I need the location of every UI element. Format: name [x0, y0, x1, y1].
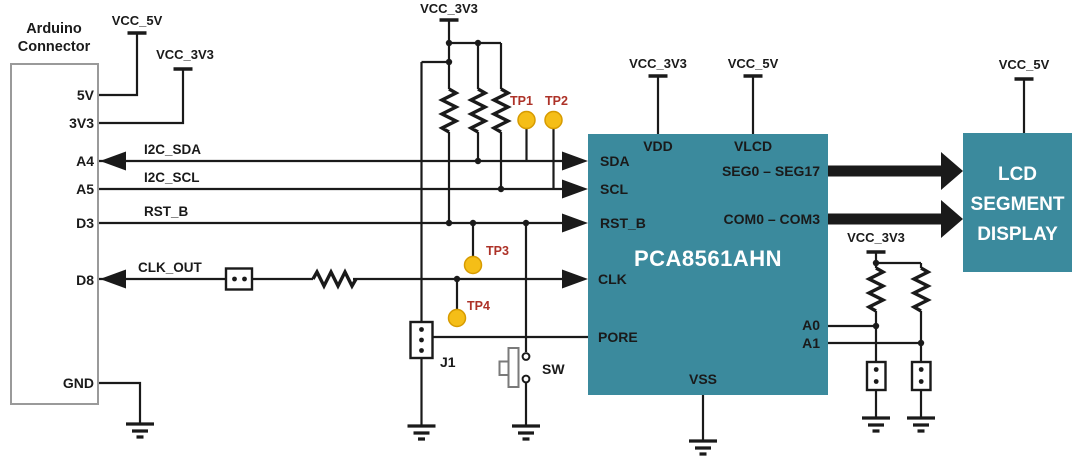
chip-pin-a1: A1 — [802, 335, 820, 351]
junction-dots — [445, 39, 925, 347]
power-label-vcc3v3-a0a1: VCC_3V3 — [847, 230, 905, 245]
ground-arduino-icon — [124, 422, 156, 439]
arrow-into-sda-icon — [562, 151, 588, 171]
wires — [99, 21, 1026, 440]
pin-label-a4: A4 — [76, 153, 94, 169]
pca8561-chip-box — [588, 134, 828, 395]
wire-5v — [99, 34, 139, 97]
testpoint-label-tp2: TP2 — [545, 94, 568, 108]
pin-label-a5: A5 — [76, 181, 94, 197]
arduino-connector-title: Arduino Connector — [17, 21, 91, 55]
chip-pin-sda: SDA — [600, 153, 630, 169]
net-label-clk-out: CLK_OUT — [138, 260, 202, 275]
ground-symbols — [124, 416, 937, 456]
net-label-i2c-scl: I2C_SCL — [144, 170, 200, 185]
ground-j1-icon — [405, 424, 438, 441]
chip-pin-clk: CLK — [598, 271, 627, 287]
testpoint-label-tp3: TP3 — [486, 244, 509, 258]
resistor-rstb-pullup — [440, 87, 458, 134]
power-label-vcc5v-vlcd: VCC_5V — [727, 56, 779, 71]
net-label-rst-b: RST_B — [144, 204, 189, 219]
power-label-vcc3v3-left: VCC_3V3 — [156, 47, 214, 62]
jumper-clk-box — [224, 267, 254, 291]
pin-label-gnd: GND — [62, 375, 94, 391]
chip-pin-vlcd: VLCD — [733, 138, 773, 154]
chip-pin-rstb: RST_B — [600, 215, 646, 231]
power-label-vcc5v-left: VCC_5V — [111, 13, 163, 28]
power-label-vcc3v3-vdd: VCC_3V3 — [629, 56, 687, 71]
chip-pin-pore: PORE — [598, 329, 638, 345]
arrow-into-a4-icon — [100, 151, 126, 171]
wire-a0 — [828, 311, 878, 417]
jumper-pins — [232, 276, 924, 384]
resistor-clk-series — [311, 270, 358, 288]
jumpers — [224, 267, 932, 392]
wire-3v3 — [99, 70, 185, 125]
switch-sw-symbol — [498, 347, 531, 388]
arduino-connector-box — [10, 63, 99, 405]
jumper-a1-box — [910, 360, 932, 392]
net-label-i2c-sda: I2C_SDA — [144, 142, 202, 157]
pin-label-d3: D3 — [76, 215, 94, 231]
testpoint-tp4-pad — [447, 308, 467, 328]
testpoint-pads — [447, 110, 563, 328]
chip-pin-scl: SCL — [600, 181, 628, 197]
power-label-vcc5v-lcd: VCC_5V — [998, 57, 1050, 72]
pin-label-d8: D8 — [76, 272, 94, 288]
chip-pin-seg: SEG0 – SEG17 — [721, 163, 820, 179]
wire-vcc3v3-pullup-rail — [420, 21, 501, 322]
ground-a0-icon — [860, 416, 892, 433]
chip-pin-vss: VSS — [688, 371, 717, 387]
lcd-text-line2: SEGMENT — [970, 194, 1065, 215]
bus-arrow-seg-icon — [828, 152, 963, 190]
testpoint-tp1-pad — [517, 110, 536, 130]
lcd-display-box — [963, 133, 1072, 272]
resistor-sda-pullup — [469, 87, 487, 134]
jumper-a0-box — [865, 360, 887, 392]
resistor-a1-pullup — [912, 266, 930, 313]
switch-label-sw: SW — [542, 361, 565, 377]
wire-a0a1-pullup-rail — [874, 253, 923, 268]
ground-a1-icon — [905, 416, 937, 433]
chip-pin-vdd: VDD — [643, 138, 673, 154]
jumper-label-j1: J1 — [440, 354, 456, 370]
resistor-scl-pullup — [492, 87, 510, 134]
lcd-text-line3: DISPLAY — [977, 224, 1058, 245]
testpoint-label-tp1: TP1 — [510, 94, 533, 108]
ground-sw-icon — [510, 424, 542, 441]
testpoint-label-tp4: TP4 — [467, 299, 490, 313]
resistor-a0-pullup — [867, 266, 885, 313]
pin-label-3v3: 3V3 — [69, 115, 94, 131]
chip-part-number: PCA8561AHN — [633, 246, 783, 271]
arrow-into-d8-icon — [100, 269, 126, 289]
arrow-into-rstb-icon — [562, 213, 588, 233]
wire-arduino-gnd — [99, 381, 142, 423]
chip-pin-com: COM0 – COM3 — [723, 211, 820, 227]
wire-a1 — [828, 311, 923, 417]
arrow-into-clk-icon — [562, 269, 588, 289]
testpoint-tp3-pad — [463, 255, 483, 275]
chip-pin-a0: A0 — [802, 317, 820, 333]
ground-vss-icon — [687, 439, 719, 456]
testpoint-tp2-pad — [544, 110, 563, 130]
pin-label-5v: 5V — [76, 87, 94, 103]
arrow-into-scl-icon — [562, 179, 588, 199]
power-label-vcc3v3-mid: VCC_3V3 — [420, 1, 478, 16]
lcd-text-line1: LCD — [997, 164, 1038, 185]
